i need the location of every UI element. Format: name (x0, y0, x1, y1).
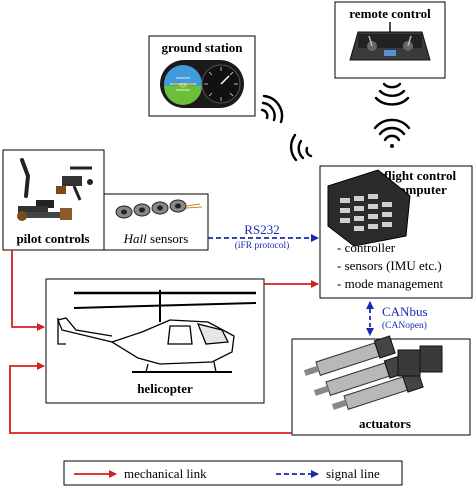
pilot-controls-icon (17, 158, 93, 221)
remote-control-label: remote control (349, 6, 431, 21)
wifi-icon (374, 82, 410, 106)
canbus-protocol-label: (CANopen) (382, 320, 427, 331)
actuator-motors-icon (303, 335, 443, 410)
fc-item-controller: - controller (337, 240, 396, 255)
legend-signal-label: signal line (326, 466, 380, 481)
pilot-controls-box: pilot controls (2, 149, 105, 251)
hall-sensors-box: Hall sensors (103, 193, 209, 251)
ground-station-label: ground station (161, 40, 243, 55)
canbus-label: CANbus (382, 304, 428, 319)
helicopter-drawing (57, 290, 257, 373)
flight-instruments-icon (160, 60, 244, 108)
mechanical-link-pilot-to-helicopter (11, 250, 45, 331)
ground-station-box: ground station (148, 35, 256, 117)
helicopter-box: helicopter (45, 278, 265, 404)
rs232-label: RS232 (244, 222, 279, 237)
pilot-controls-label: pilot controls (16, 231, 89, 246)
remote-control-box: remote control (334, 1, 446, 79)
hall-sensor-icon (115, 199, 203, 219)
mechanical-link-actuators-to-helicopter (9, 362, 292, 434)
hall-sensors-italic: Hall (123, 231, 148, 246)
flight-computer-icon (327, 169, 411, 247)
legend: mechanical link signal line (63, 460, 403, 486)
flight-control-box: flight control computer - controlle (319, 165, 473, 299)
actuators-label: actuators (359, 416, 411, 431)
hall-sensors-rest: sensors (147, 231, 189, 246)
flight-control-title-line1: flight control (384, 168, 457, 183)
rs232-protocol-label: (iFR protocol) (235, 240, 290, 251)
hall-sensors-label: Hall sensors (123, 231, 189, 246)
wifi-icon (289, 133, 313, 162)
wifi-icon (373, 118, 411, 148)
legend-mechanical-label: mechanical link (124, 466, 207, 481)
fc-item-sensors: - sensors (IMU etc.) (337, 258, 442, 273)
wifi-icon (260, 94, 284, 124)
helicopter-label: helicopter (137, 381, 193, 396)
remote-control-icon (349, 22, 431, 61)
fc-item-mode-management: - mode management (337, 276, 444, 291)
actuators-box: actuators (291, 335, 471, 436)
